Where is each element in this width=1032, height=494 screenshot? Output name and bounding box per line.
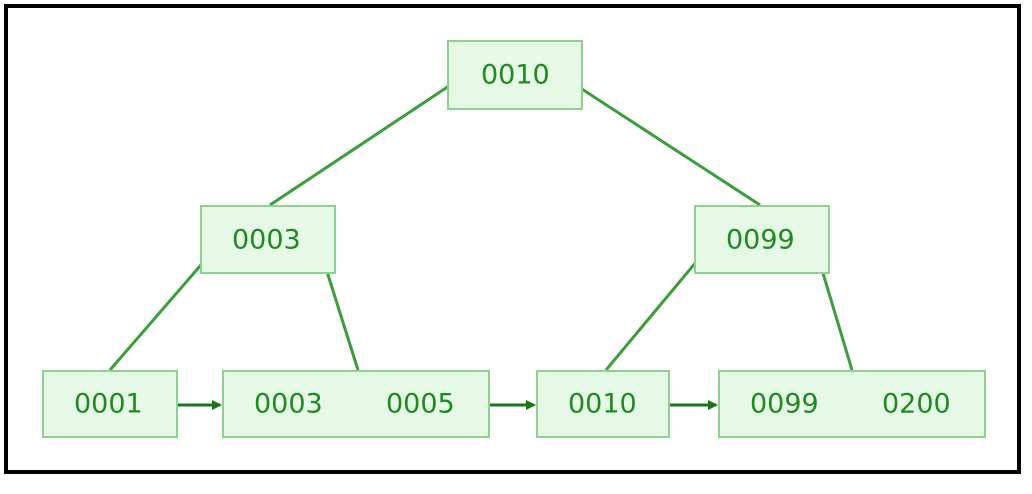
leaf-node-4: 0099 0200: [718, 370, 986, 438]
internal-right-key: 0099: [726, 224, 795, 255]
internal-node-left: 0003: [200, 205, 336, 274]
edge-root-to-internal-left: [269, 78, 459, 207]
leaf-node-3: 0010: [536, 370, 670, 438]
leaf-3-key-1: 0010: [568, 388, 637, 420]
leaf-node-1: 0001: [42, 370, 178, 438]
leaf-4-key-1: 0099: [750, 388, 819, 420]
leaf-node-2: 0003 0005: [222, 370, 490, 438]
leaf-1-key-1: 0001: [74, 388, 143, 420]
root-key: 0010: [481, 59, 550, 91]
internal-node-right: 0099: [694, 205, 830, 274]
leaf-2-key-2: 0005: [386, 388, 455, 420]
leaf-2-key-1: 0003: [254, 388, 323, 420]
root-node: 0010: [447, 40, 583, 110]
edge-root-to-internal-right: [567, 78, 761, 207]
leaf-4-key-2: 0200: [882, 388, 951, 420]
internal-left-key: 0003: [232, 224, 301, 255]
